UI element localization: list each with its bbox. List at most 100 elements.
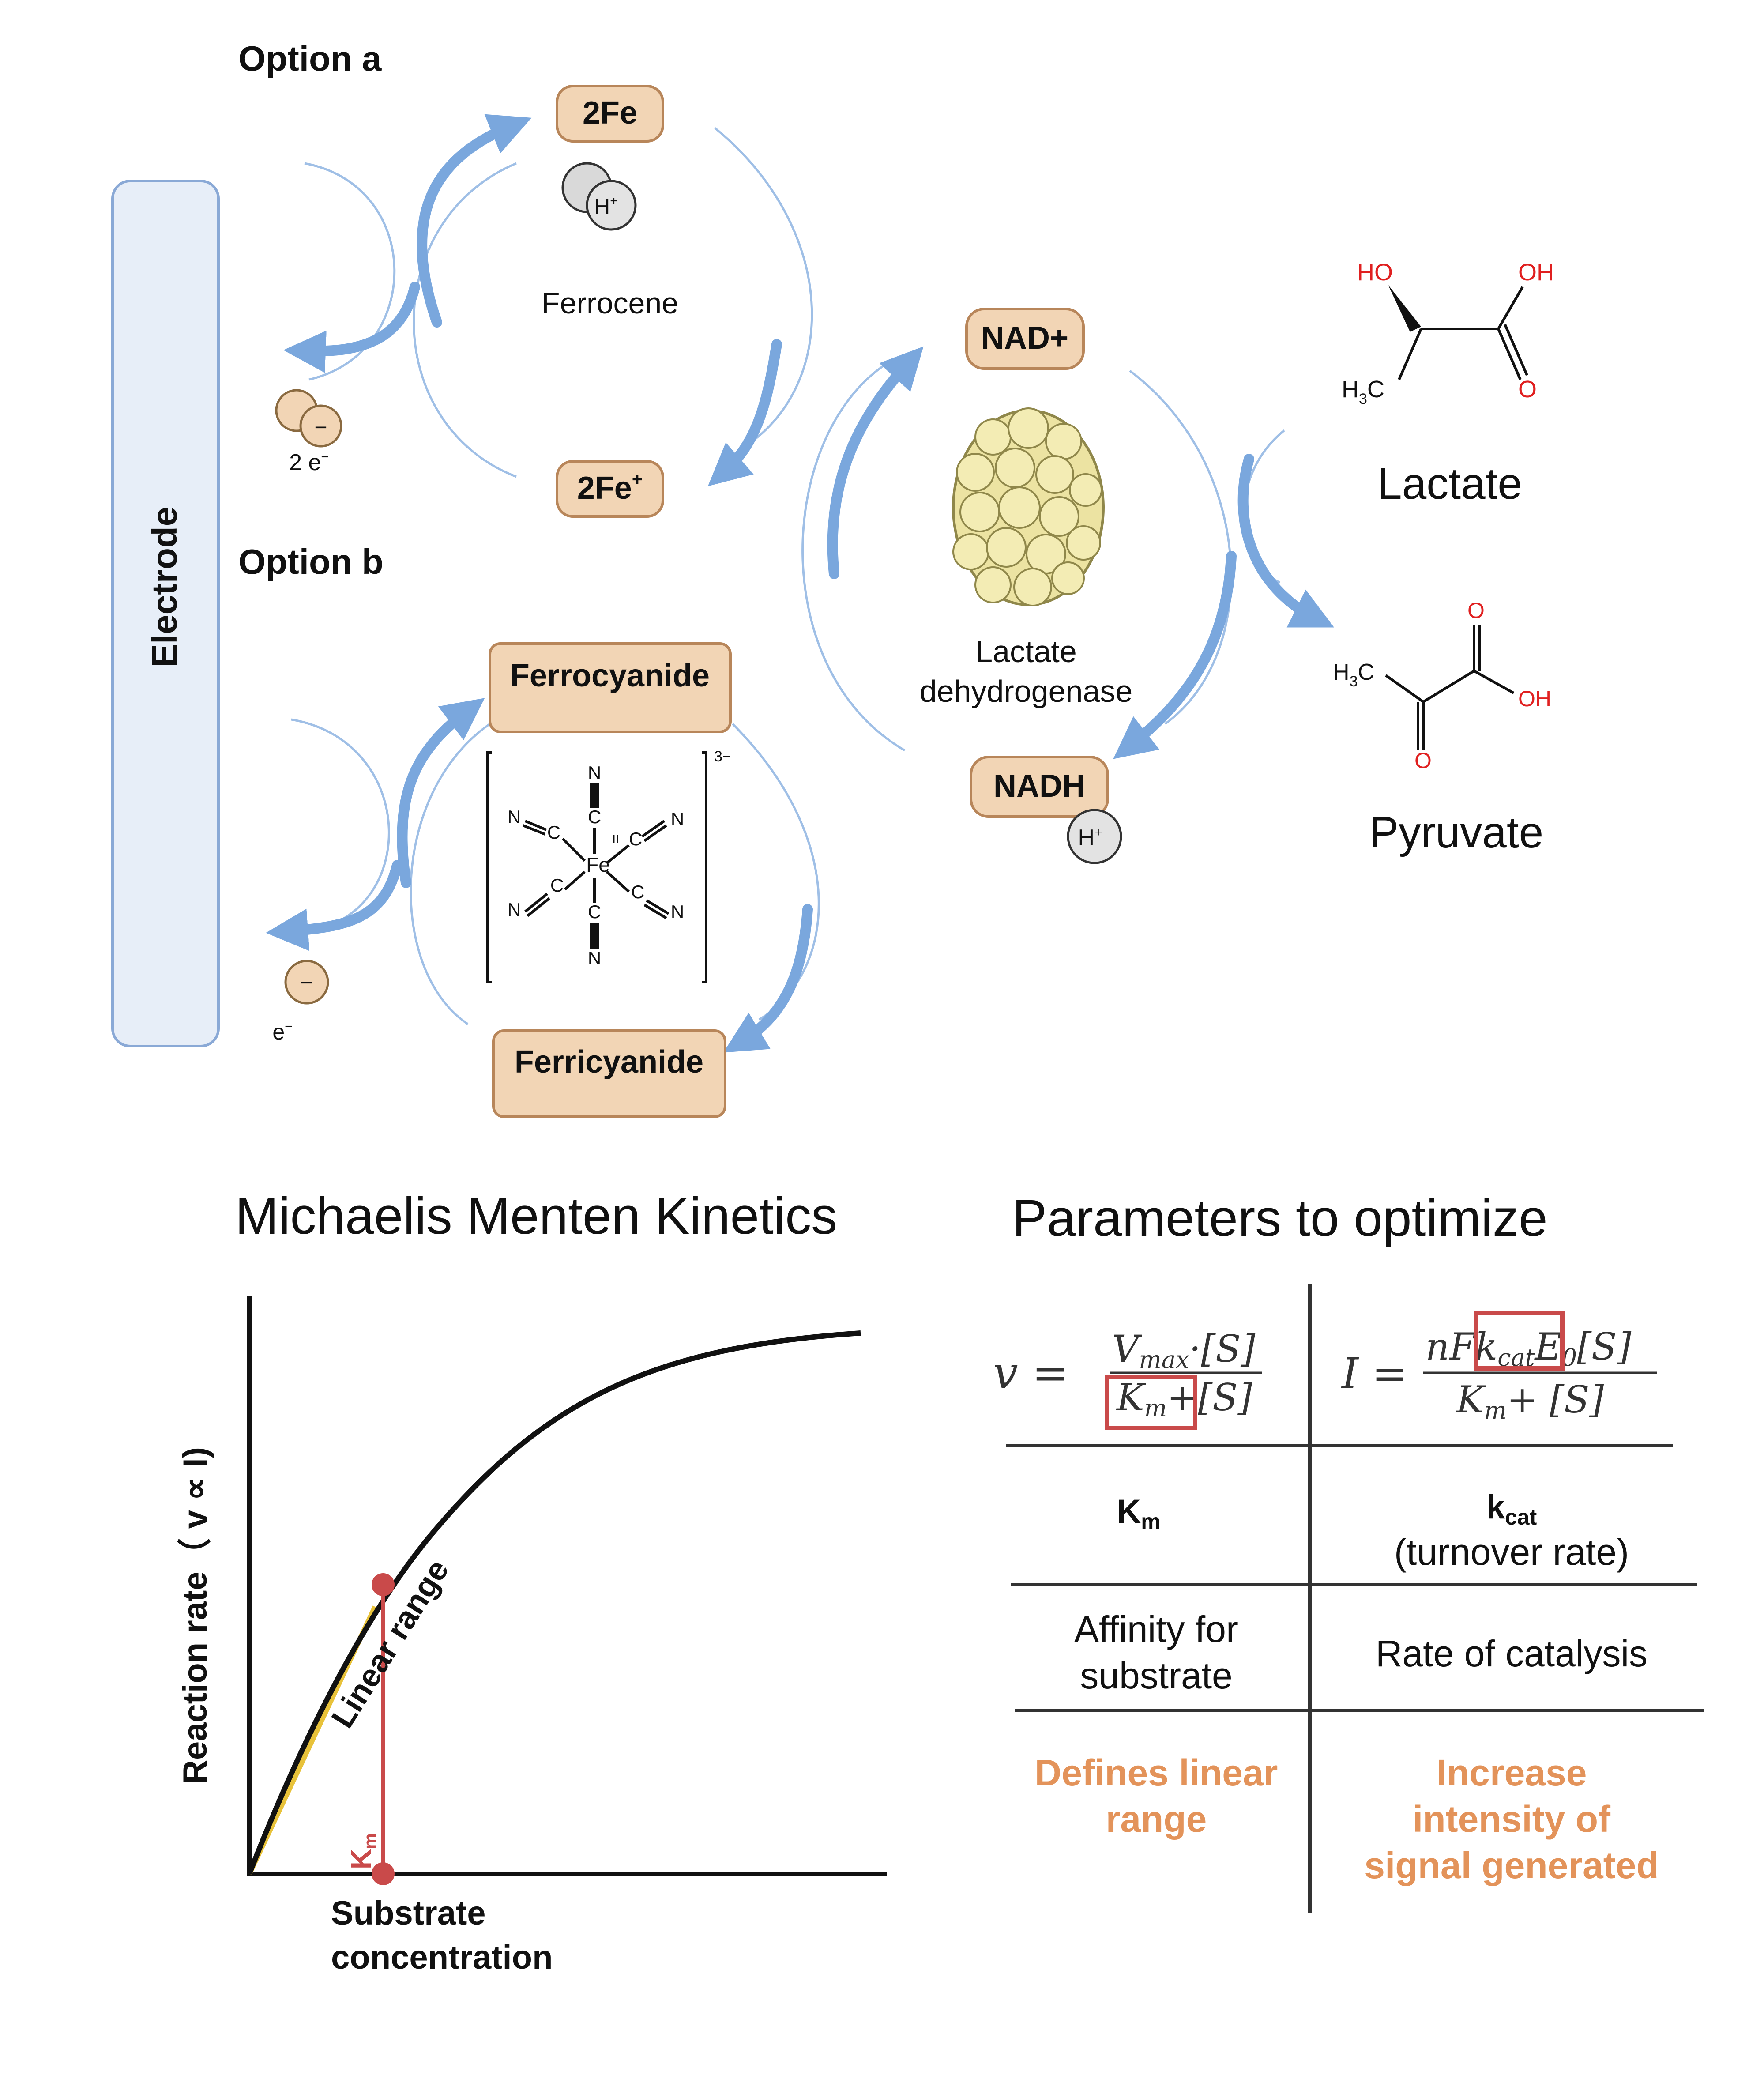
- enzyme-label-line1: Lactate: [975, 634, 1077, 669]
- arrow-up-ldh: [827, 346, 924, 579]
- km-point-curve: [372, 1573, 395, 1596]
- two-fe-plus-pill: [556, 460, 664, 518]
- oh-atom: OH: [1518, 686, 1551, 711]
- c-atom: C: [588, 901, 601, 922]
- ferrocyanide-cycle: Ferrocyanide Ferricyanide − e− 3− Fe N C…: [266, 642, 820, 1118]
- enzyme-label-line2: dehydrogenase: [920, 674, 1133, 708]
- nadh-pill: [970, 756, 1109, 818]
- km-row2-line2: range: [1106, 1798, 1207, 1840]
- kcat-highlight-box: [1474, 1311, 1565, 1371]
- eq2-denominator: Km+ [S]: [1456, 1378, 1604, 1424]
- ferrocyanide-pill: [489, 642, 732, 733]
- eq1-lhs: v =: [993, 1347, 1069, 1399]
- h3c-label: H3C: [1342, 376, 1384, 407]
- fe-atom: Fe: [586, 853, 610, 876]
- h3c-label: H3C: [1333, 659, 1374, 690]
- km-row1-line1: Affinity for: [1074, 1608, 1238, 1650]
- enzyme-icon: [952, 407, 1105, 606]
- mm-curve: [247, 1330, 861, 1875]
- option-b-label: Option b: [238, 542, 384, 581]
- nad-plus-label: NAD+: [981, 320, 1068, 356]
- n-atom: N: [588, 762, 601, 783]
- o-atom: O: [1467, 598, 1485, 623]
- electrode: Electrode: [111, 180, 220, 1047]
- ferricyanide-pill: [492, 1029, 726, 1118]
- pyruvate-molecule: O OH O H3C: [1333, 598, 1551, 773]
- ferrocyanide-label: Ferrocyanide: [510, 658, 710, 693]
- two-e-label: 2 e−: [289, 450, 329, 475]
- arrow-up-b: [397, 698, 485, 888]
- c-atom: C: [631, 881, 644, 902]
- h-plus-ion: [1067, 809, 1122, 864]
- h-plus-label: H+: [594, 194, 618, 219]
- arrow-down-a: [707, 339, 782, 486]
- eq2-numerator: nFkcatE0[S]: [1425, 1325, 1631, 1371]
- km-row2-line1: Defines linear: [1035, 1752, 1278, 1793]
- equation-v: v = Vmax·[S] Km+[S]: [993, 1327, 1262, 1430]
- equation-i: I = nFkcatE0[S] Km+ [S]: [1341, 1311, 1657, 1424]
- km-point-axis: [372, 1862, 395, 1885]
- two-fe-plus-label: 2Fe+: [577, 469, 643, 506]
- params-title: Parameters to optimize: [1012, 1189, 1547, 1247]
- eq2-lhs: I =: [1341, 1349, 1407, 1398]
- n-atom: N: [671, 901, 684, 922]
- kcat-row2-line2: intensity of: [1413, 1798, 1611, 1840]
- ferrocene-cycle: 2Fe H+ Ferrocene 2Fe+ − 2 e−: [275, 85, 813, 518]
- n-atom: N: [508, 899, 521, 920]
- arrow-electrode-b: [266, 860, 402, 951]
- electron-minus: −: [300, 970, 313, 995]
- km-header: Km: [1117, 1493, 1160, 1534]
- arrow-lactate-pyruvate: [1237, 454, 1334, 628]
- electrode-label: Electrode: [145, 507, 184, 668]
- c-atom: C: [629, 829, 642, 849]
- arrow-electrode-a: [283, 282, 420, 373]
- c-atom: C: [588, 806, 601, 827]
- n-atom: N: [508, 806, 521, 827]
- kcat-header-sub: (turnover rate): [1394, 1531, 1629, 1573]
- oxidation-label: II: [612, 832, 619, 846]
- kcat-row2-line3: signal generated: [1364, 1845, 1659, 1886]
- eq1-denominator: Km+[S]: [1116, 1376, 1252, 1422]
- lactate-molecule: HO OH O H3C: [1342, 259, 1554, 407]
- nad-plus-pill: [965, 308, 1085, 370]
- arrow-down-ldh: [1113, 551, 1237, 759]
- c-atom: C: [547, 822, 560, 843]
- mm-title: Michaelis Menten Kinetics: [235, 1187, 837, 1245]
- x-axis-label-line1: Substrate: [331, 1895, 486, 1932]
- mm-chart: Linear range Km Reaction rate（ v ∝ I) Su…: [177, 1296, 887, 1976]
- electron-icon: [299, 404, 342, 448]
- kcat-header: kcat: [1486, 1488, 1537, 1529]
- km-highlight-box: [1105, 1375, 1197, 1430]
- ferricyanide-label: Ferricyanide: [515, 1044, 703, 1080]
- nadh-label: NADH: [993, 768, 1085, 804]
- kcat-row2-line1: Increase: [1437, 1752, 1587, 1793]
- ho-atom: HO: [1357, 259, 1393, 286]
- y-axis-label: Reaction rate（ v ∝ I): [177, 1447, 214, 1784]
- electron-icon: [284, 960, 329, 1005]
- h-plus-ion: [586, 180, 637, 231]
- arrow-down-b: [723, 904, 813, 1053]
- n-atom: N: [671, 809, 684, 829]
- ferrocene-label: Ferrocene: [542, 286, 678, 320]
- km-row1-line2: substrate: [1080, 1655, 1233, 1696]
- arrow-up-a: [417, 114, 532, 328]
- hexacyanoferrate-structure: 3− Fe N C C N N C C N II C N C N: [486, 748, 731, 983]
- pyruvate-label: Pyruvate: [1369, 808, 1544, 857]
- ldh-cycle: NAD+ NADH H+ Lactate dehydrogenase: [801, 308, 1334, 864]
- x-axis-label-line2: concentration: [331, 1939, 553, 1976]
- option-a-label: Option a: [238, 39, 382, 78]
- two-fe-pill: [556, 85, 664, 143]
- lactate-label: Lactate: [1377, 459, 1522, 508]
- km-label: Km: [345, 1833, 380, 1869]
- h-plus-label: H+: [1078, 825, 1102, 851]
- c-atom: C: [550, 875, 564, 896]
- n-atom: N: [588, 948, 601, 968]
- charge-label: 3−: [714, 748, 731, 765]
- oh-atom: OH: [1518, 259, 1554, 286]
- electron-minus: −: [314, 415, 327, 440]
- eq1-numerator: Vmax·[S]: [1112, 1327, 1256, 1374]
- two-fe-label: 2Fe: [583, 95, 637, 131]
- o-atom: O: [1518, 376, 1537, 403]
- params-table: v = Vmax·[S] Km+[S] I = nFkcatE0[S] Km+ …: [993, 1284, 1704, 1913]
